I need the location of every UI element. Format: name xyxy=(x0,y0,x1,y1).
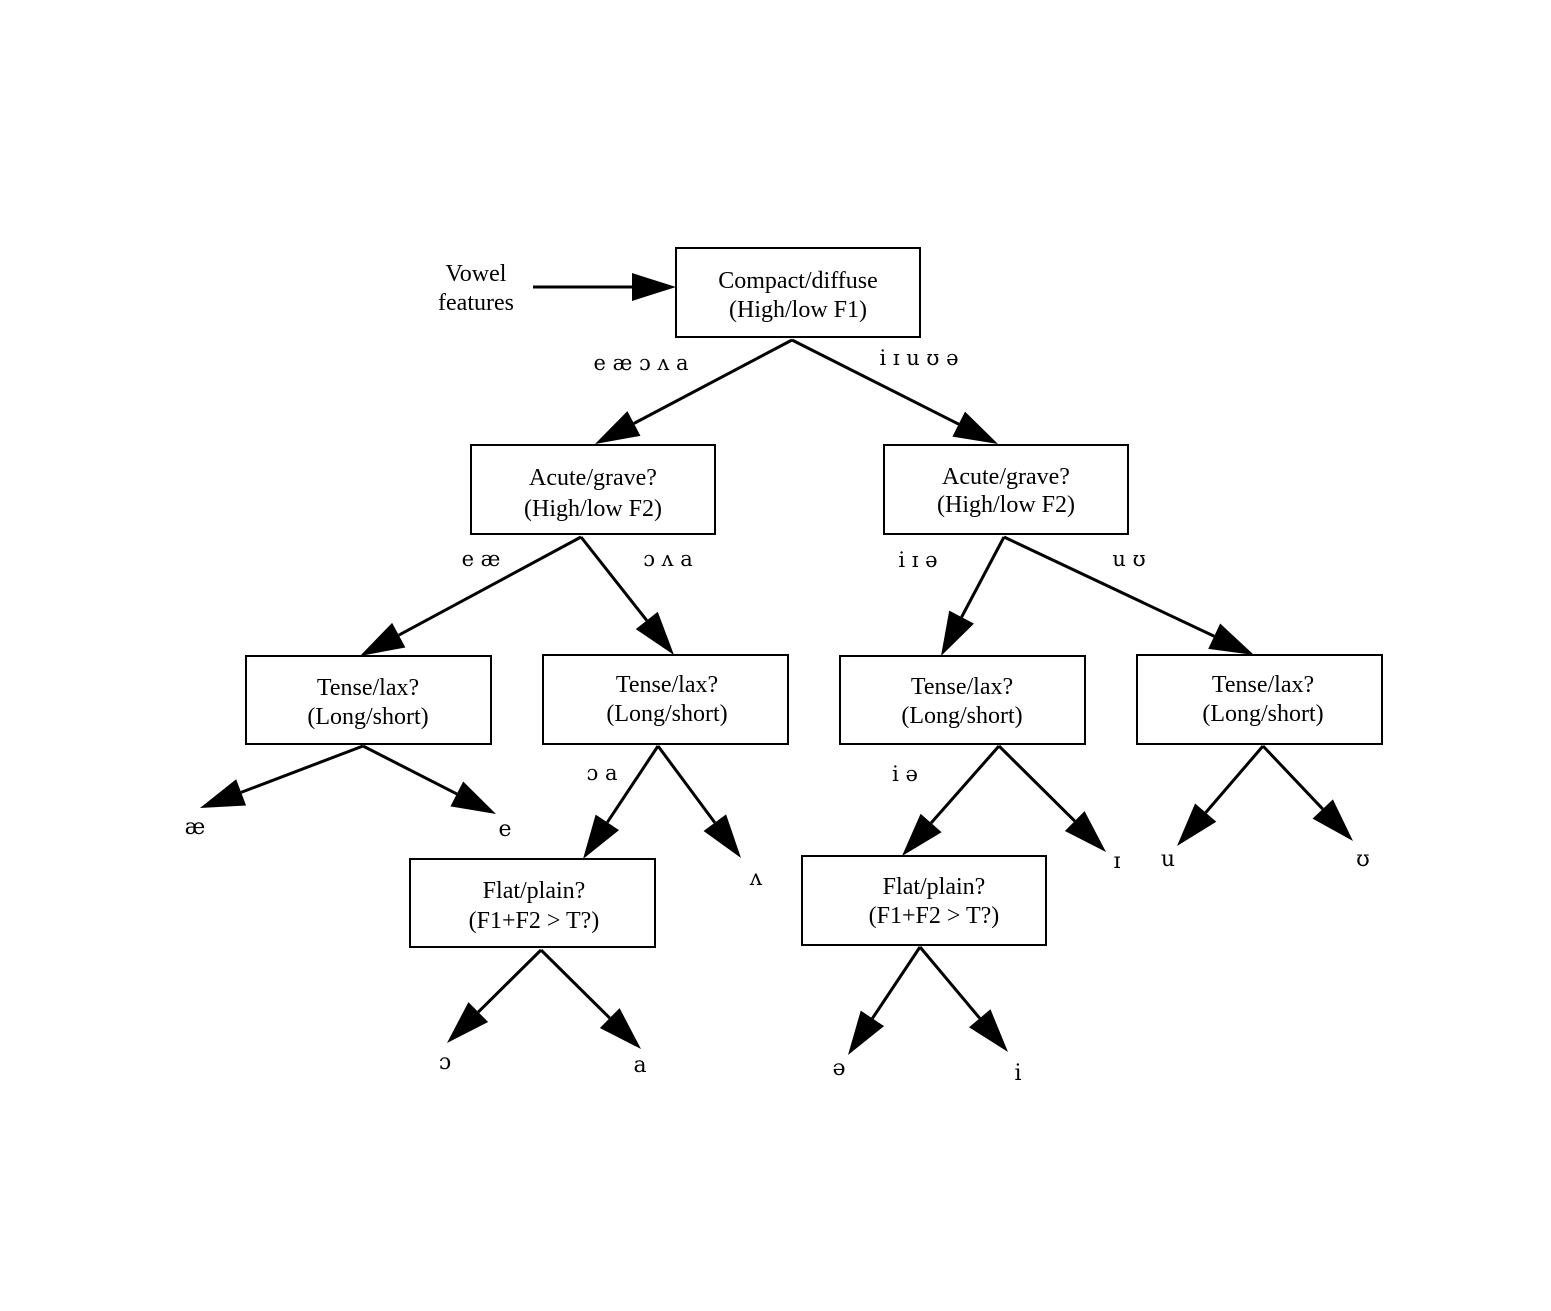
node-tense-2-line2: (Long/short) xyxy=(606,701,727,727)
edge-tense-4-right-arrowhead xyxy=(1312,799,1353,841)
node-tense-1-line2: (Long/short) xyxy=(307,704,428,730)
node-tense-4-line2: (Long/short) xyxy=(1202,701,1323,727)
edge-flat-right-left-line xyxy=(871,946,922,1020)
node-flat-right-line1: Flat/plain? xyxy=(883,874,986,900)
input-label-line1: Vowel xyxy=(446,261,507,287)
node-flat-right-line2: (F1+F2 > T?) xyxy=(869,903,1000,929)
edge-tense-1-right-line xyxy=(362,744,458,796)
edge-flat-right-right-line xyxy=(918,946,981,1020)
leaf-open-o: ɔ xyxy=(439,1050,451,1075)
edge-tense-4-left-arrowhead xyxy=(1177,803,1217,846)
edge-label-acute-left-left: e æ xyxy=(462,547,501,571)
node-tense-1: Tense/lax? (Long/short) xyxy=(245,655,492,745)
edge-root-left-arrowhead xyxy=(595,411,641,444)
node-acute-left-line1: Acute/grave? xyxy=(529,465,657,491)
node-acute-right: Acute/grave? (High/low F2) xyxy=(883,444,1129,535)
input-arrow-arrowhead xyxy=(632,273,676,301)
leaf-i: i xyxy=(1014,1061,1021,1086)
leaf-small-i: ɪ xyxy=(1113,849,1120,874)
node-acute-right-line2: (High/low F2) xyxy=(937,492,1075,518)
edge-acute-left-left-arrowhead xyxy=(360,622,406,656)
node-tense-4-line1: Tense/lax? xyxy=(1212,672,1314,698)
edges-group xyxy=(200,273,1353,1055)
node-tense-2: Tense/lax? (Long/short) xyxy=(542,654,789,745)
edge-tense-2-right-arrowhead xyxy=(703,814,741,858)
edge-acute-right-left-line xyxy=(960,536,1006,618)
edge-root-right-line xyxy=(791,338,960,426)
node-tense-1-line1: Tense/lax? xyxy=(317,675,419,701)
edge-acute-left-right-line xyxy=(579,536,648,622)
edge-tense-2-left-line xyxy=(606,745,660,824)
leaf-u: u xyxy=(1161,847,1175,872)
edge-tense-2-right-line xyxy=(656,745,717,824)
edge-flat-left-right-line xyxy=(539,948,611,1020)
edge-label-acute-right-right: u ʊ xyxy=(1112,547,1145,571)
edge-acute-right-right-arrowhead xyxy=(1208,623,1254,655)
node-root: Compact/diffuse (High/low F1) xyxy=(675,247,921,338)
edge-tense-1-left-arrowhead xyxy=(200,779,247,808)
edge-tense-4-left-line xyxy=(1204,745,1265,814)
edge-tense-3-right-line xyxy=(997,744,1076,823)
leaf-ae: æ xyxy=(185,815,206,840)
leaf-wedge: ʌ xyxy=(749,866,763,891)
input-label-line2: features xyxy=(438,290,514,316)
edge-label-root-left: e æ ɔ ʌ a xyxy=(593,351,688,375)
edge-flat-right-left-arrowhead xyxy=(848,1010,885,1055)
edge-label-tense-2-left: ɔ a xyxy=(587,761,618,785)
edge-root-right-arrowhead xyxy=(952,411,998,444)
leaf-schwa: ə xyxy=(832,1056,845,1081)
edge-flat-right-right-arrowhead xyxy=(969,1009,1008,1052)
edge-label-acute-left-right: ɔ ʌ a xyxy=(643,547,693,571)
edge-acute-right-right-line xyxy=(1003,535,1215,638)
edge-tense-3-left-line xyxy=(929,745,1001,824)
node-acute-left-line2: (High/low F2) xyxy=(524,496,662,522)
node-tense-2-line1: Tense/lax? xyxy=(616,672,718,698)
edge-tense-2-left-arrowhead xyxy=(583,814,619,859)
leaf-a: a xyxy=(633,1053,646,1078)
leaf-upsilon: ʊ xyxy=(1356,847,1370,872)
edge-tense-1-right-arrowhead xyxy=(450,781,496,814)
edge-label-root-right: i ɪ u ʊ ə xyxy=(879,346,958,370)
edge-label-acute-right-left: i ɪ ə xyxy=(898,548,937,572)
edge-root-left-line xyxy=(633,338,793,425)
node-flat-left-line2: (F1+F2 > T?) xyxy=(469,908,600,934)
leaf-e: e xyxy=(498,817,511,842)
edge-flat-left-right-arrowhead xyxy=(599,1008,641,1049)
edge-flat-left-left-line xyxy=(477,948,543,1014)
node-flat-left-line1: Flat/plain? xyxy=(483,878,586,904)
node-flat-right: Flat/plain? (F1+F2 > T?) xyxy=(801,855,1047,946)
edge-tense-3-right-arrowhead xyxy=(1064,811,1106,852)
edge-acute-left-right-arrowhead xyxy=(635,611,674,655)
edge-label-tense-3-left: i ə xyxy=(892,762,918,786)
node-acute-left: Acute/grave? (High/low F2) xyxy=(470,444,716,535)
node-tense-3-line2: (Long/short) xyxy=(901,703,1022,729)
edge-tense-1-left-line xyxy=(240,744,364,794)
edge-tense-4-right-line xyxy=(1261,744,1324,811)
edge-tense-3-left-arrowhead xyxy=(902,813,942,856)
node-flat-left: Flat/plain? (F1+F2 > T?) xyxy=(409,858,656,948)
node-root-line2: (High/low F1) xyxy=(729,297,867,323)
node-tense-3: Tense/lax? (Long/short) xyxy=(839,655,1086,745)
node-acute-right-line1: Acute/grave? xyxy=(942,464,1070,490)
node-tense-4: Tense/lax? (Long/short) xyxy=(1136,654,1383,745)
node-tense-3-line1: Tense/lax? xyxy=(911,674,1013,700)
edge-acute-right-left-arrowhead xyxy=(941,610,974,656)
node-root-line1: Compact/diffuse xyxy=(718,268,878,294)
edge-flat-left-left-arrowhead xyxy=(447,1002,489,1043)
edge-acute-left-left-line xyxy=(398,535,582,637)
